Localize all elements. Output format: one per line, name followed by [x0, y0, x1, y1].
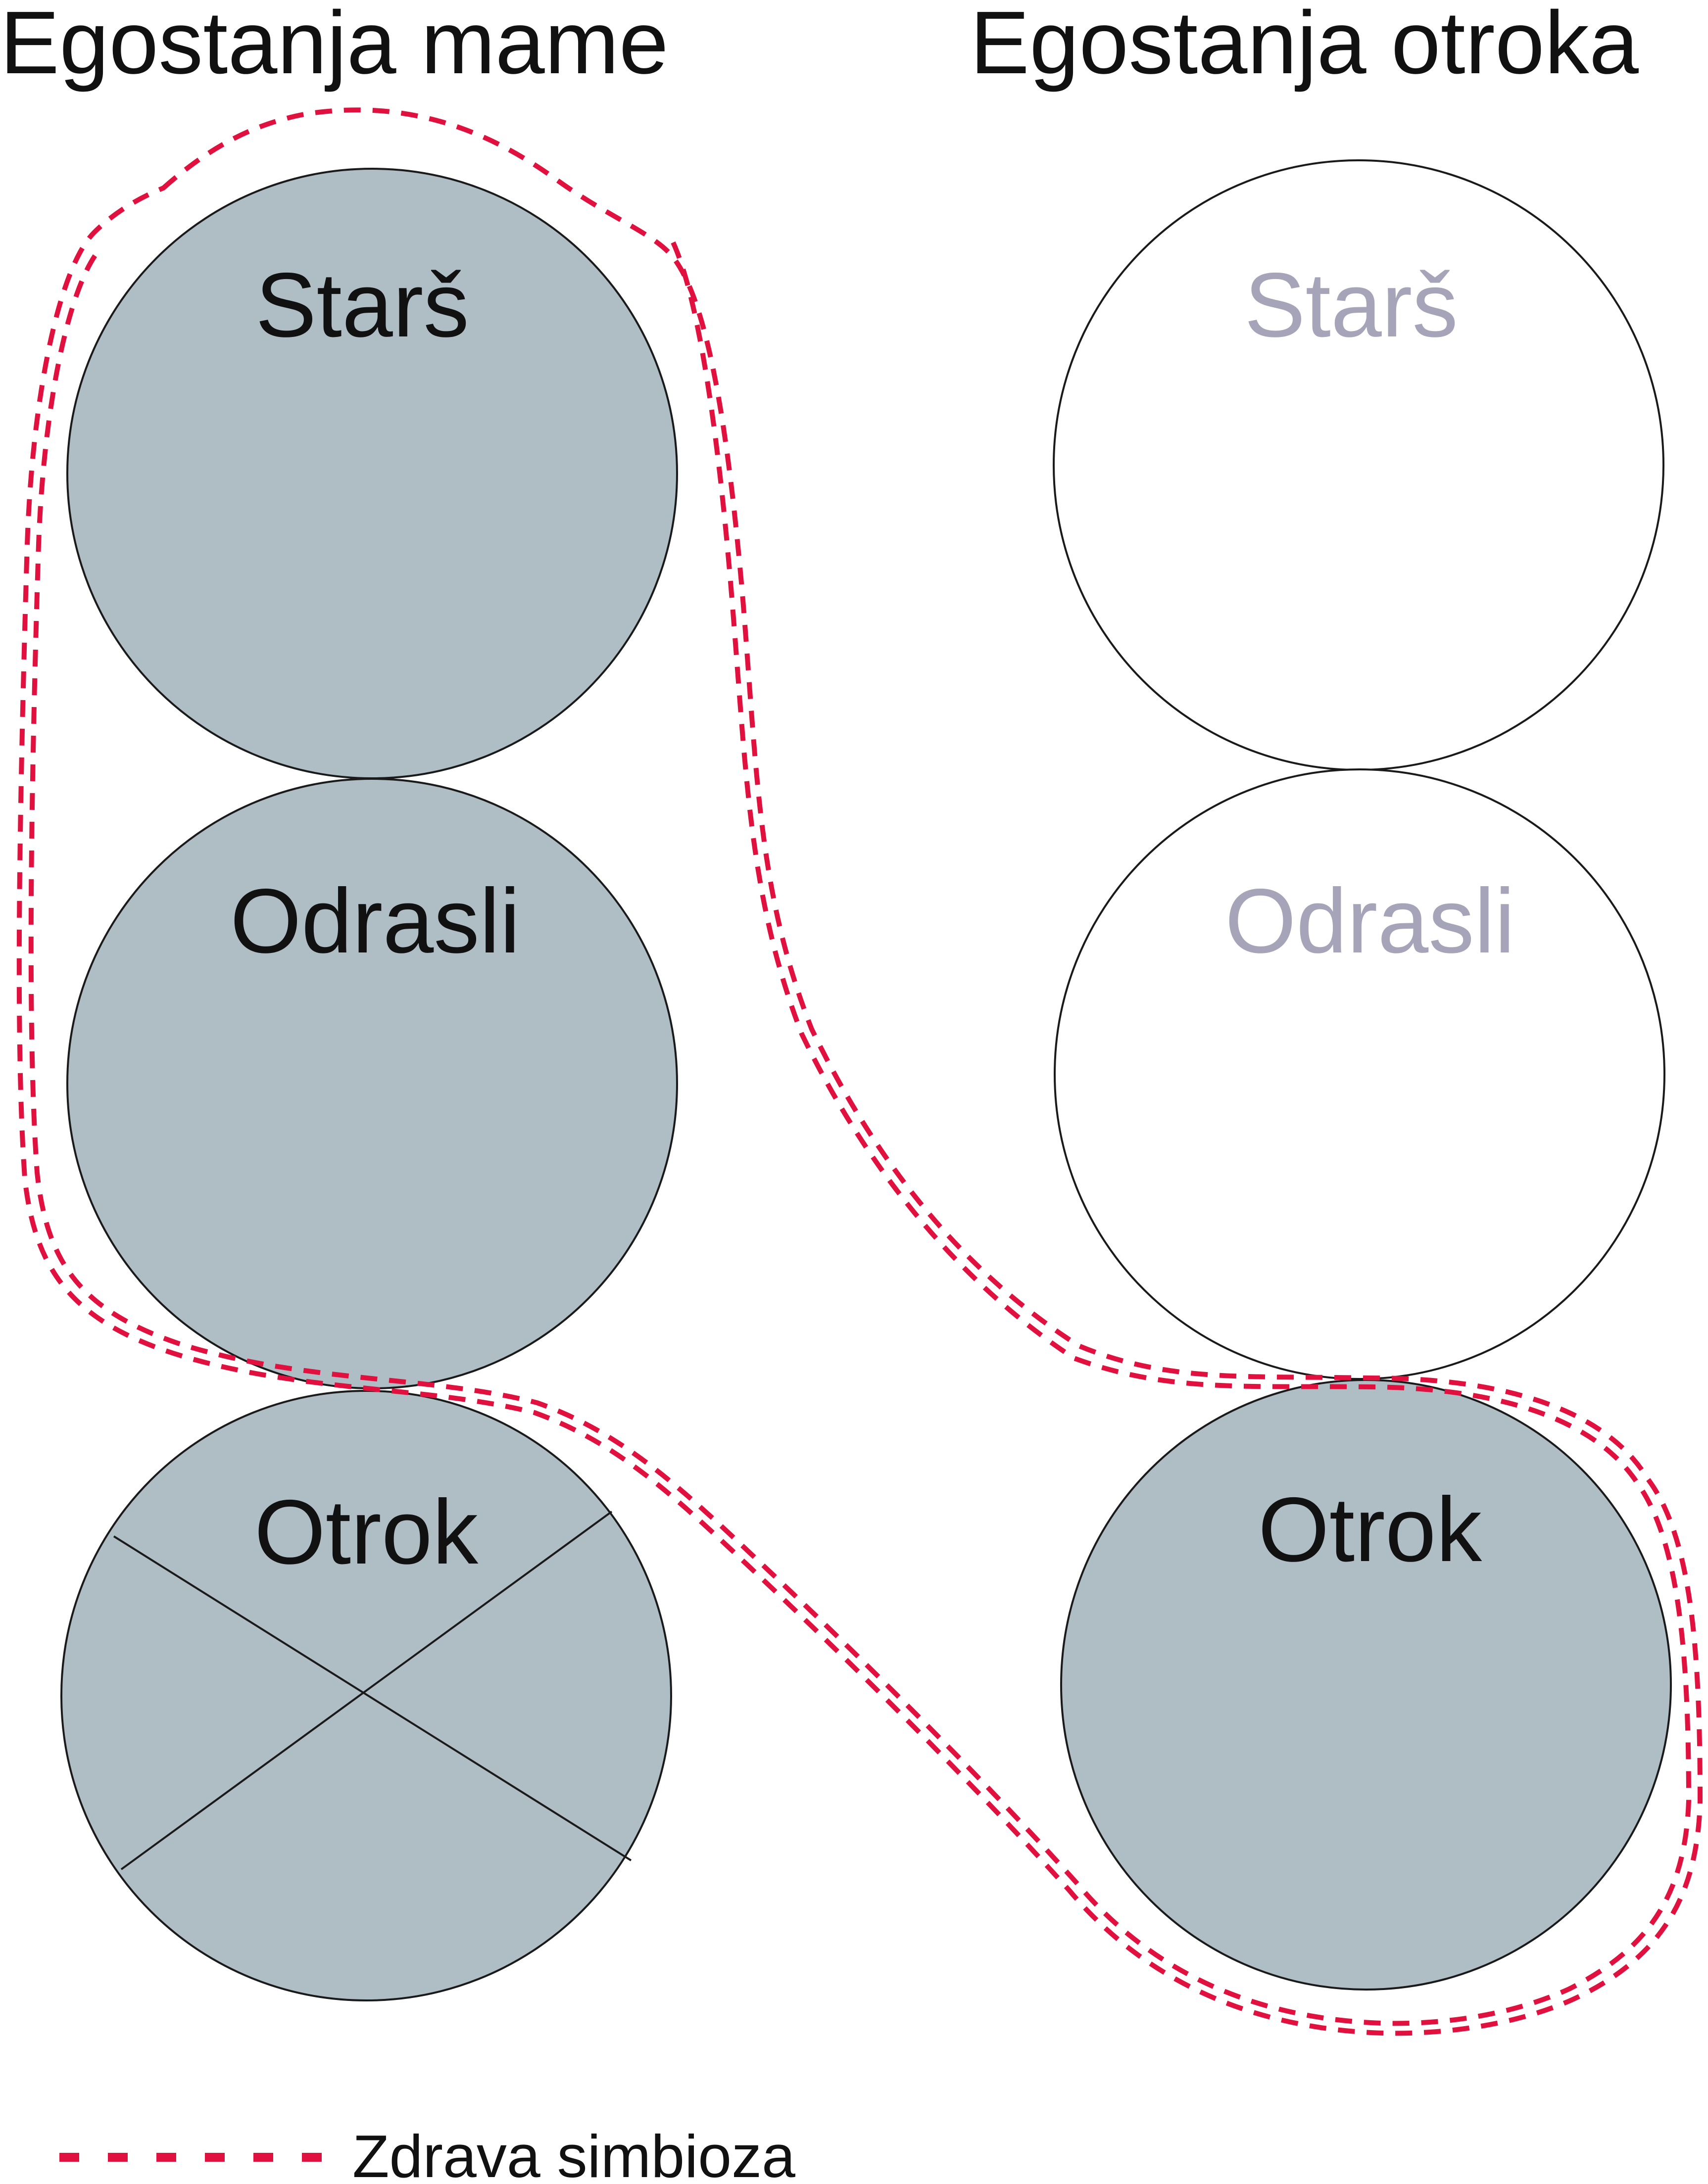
child-adult-state: Odrasli — [1054, 768, 1665, 1380]
mother-child-cross-line-2 — [120, 1511, 613, 1870]
child-child-circle — [1060, 1379, 1672, 1991]
child-parent-circle — [1053, 159, 1664, 771]
child-heading: Egostanja otroka — [970, 0, 1639, 93]
mother-parent-label: Starš — [255, 254, 469, 356]
child-adult-circle — [1054, 768, 1665, 1380]
legend: Zdrava simbioza — [59, 2123, 795, 2184]
child-adult-label: Odrasli — [1225, 870, 1515, 972]
child-child-label: Otrok — [1258, 1479, 1482, 1581]
child-child-state: Otrok — [1060, 1379, 1672, 1991]
child-parent-label: Starš — [1244, 254, 1458, 356]
mother-child-cross-line-1 — [113, 1535, 632, 1861]
mother-heading: Egostanja mame — [0, 0, 669, 93]
symbiosis-boundary — [16, 107, 1703, 2036]
mother-adult-state: Odrasli — [66, 778, 678, 1389]
mother-parent-state: Starš — [66, 168, 678, 779]
child-parent-state: Starš — [1053, 159, 1664, 771]
symbiosis-boundary-inner — [28, 241, 1692, 2026]
symbiosis-boundary-outer — [16, 107, 1703, 2036]
mother-adult-label: Odrasli — [230, 870, 520, 972]
mother-child-label: Otrok — [254, 1481, 479, 1583]
mother-child-state: Otrok — [60, 1390, 672, 2001]
legend-label: Zdrava simbioza — [352, 2123, 795, 2184]
